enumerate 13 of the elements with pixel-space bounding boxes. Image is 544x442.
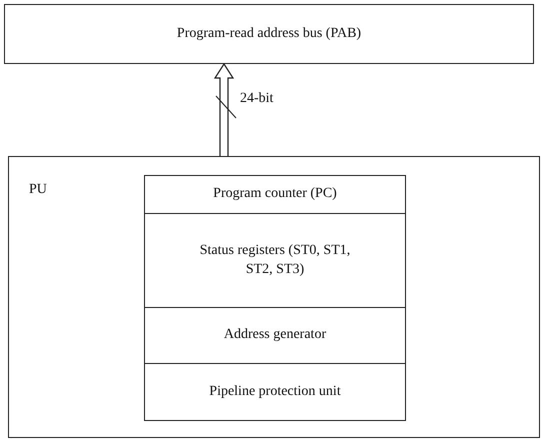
block-label: Address generator	[224, 326, 326, 344]
bus-box	[4, 4, 534, 64]
register-block	[144, 214, 406, 308]
block-label: Program-read address bus (PAB)	[176, 24, 362, 43]
register-block	[144, 308, 406, 364]
block-label: Program counter (PC)	[213, 185, 337, 204]
unit-box	[8, 156, 540, 438]
block-label: Pipeline protection unit	[209, 382, 341, 401]
register-block	[144, 364, 406, 421]
block-label: Status registers (ST0, ST1, ST2, ST3)	[198, 242, 352, 278]
bus-arrow	[214, 62, 234, 157]
block-label: PU	[29, 181, 47, 199]
register-block	[144, 175, 406, 214]
